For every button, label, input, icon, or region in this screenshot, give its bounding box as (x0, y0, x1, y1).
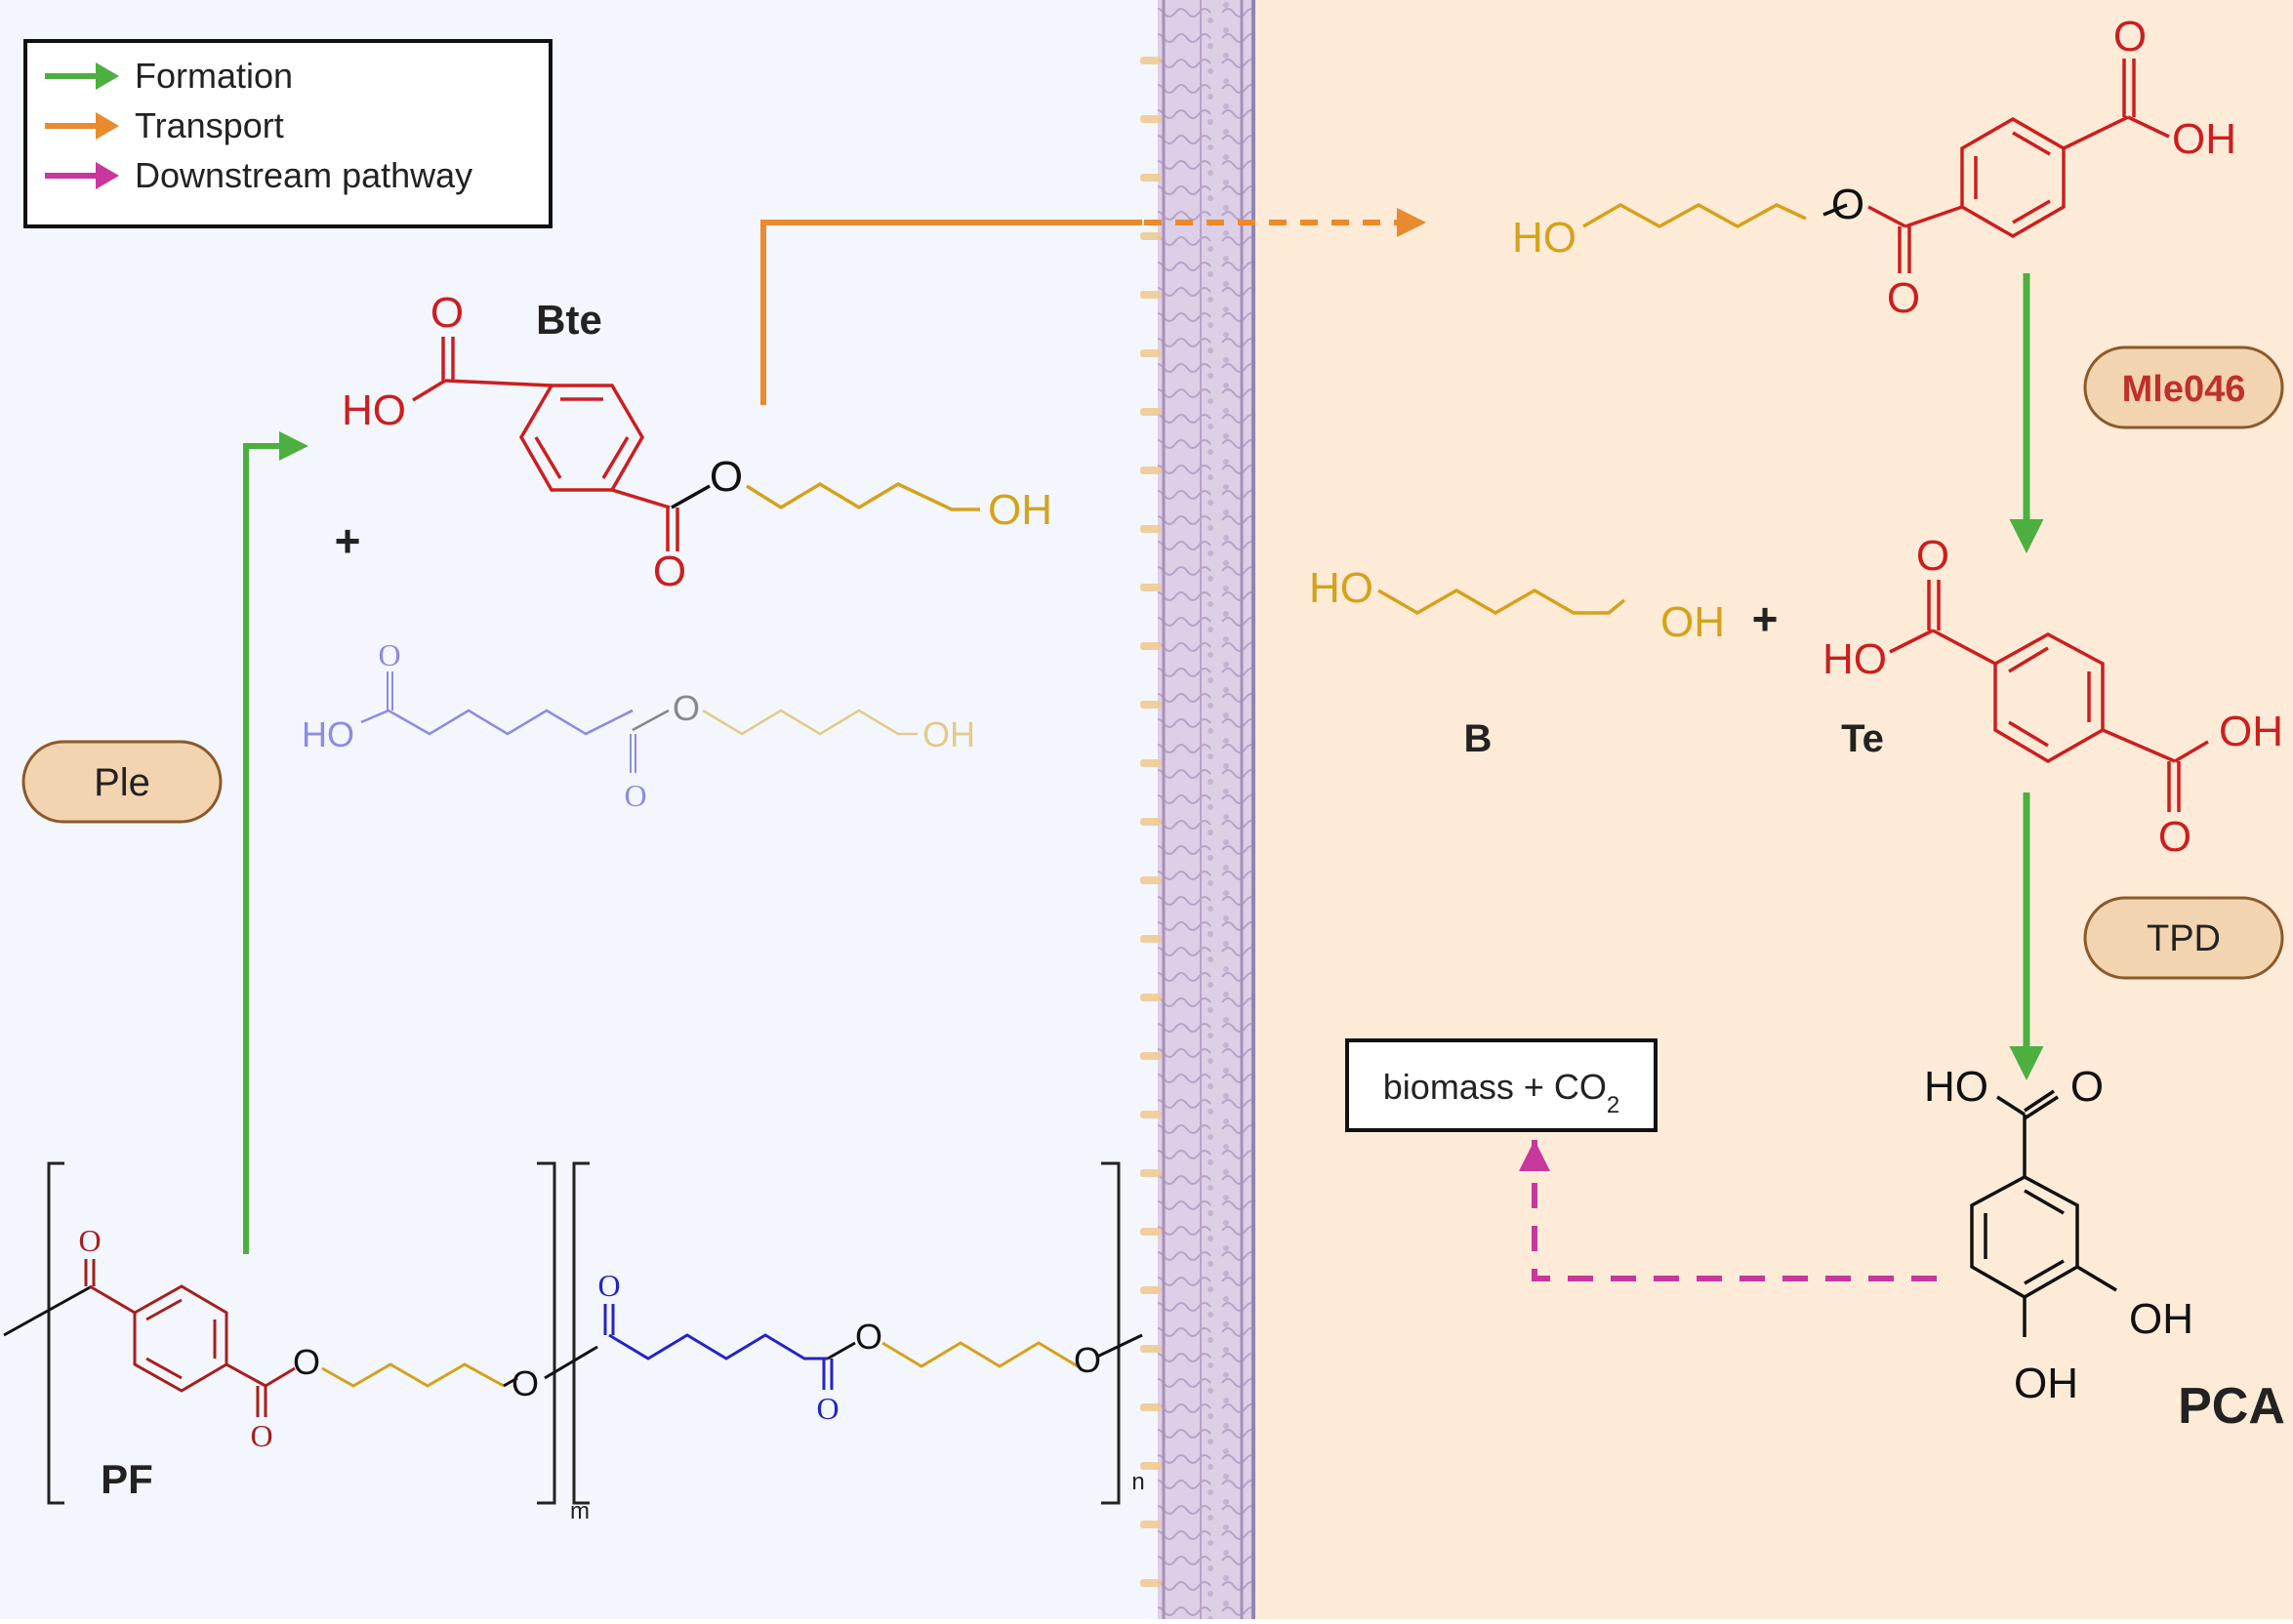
butanediol-hydroxyl-1: HO (1309, 564, 1373, 612)
cell-membrane (1140, 0, 1255, 1619)
biomass-co2-box: biomass + CO2 (1345, 1038, 1658, 1132)
transport-arrow-solid (760, 220, 1142, 405)
bte-in-ester-oxygen: O (1831, 181, 1864, 228)
bad-hydroxyl-label: HO (302, 714, 354, 754)
pf-carbonyl-oxygen-4: O (816, 1391, 839, 1426)
mle046-badge-border (2083, 345, 2284, 429)
bad-molecule: O HO O O OH (302, 637, 975, 813)
pf-label: PF (101, 1456, 153, 1502)
ple-badge-shape (23, 742, 221, 822)
bad-terminal-hydroxyl: OH (922, 714, 975, 754)
bte-ester-oxygen: O (710, 453, 743, 501)
legend-label-transport: Transport (135, 105, 284, 145)
legend-label-downstream: Downstream pathway (135, 155, 472, 195)
bte-in-acid-carbonyl-oxygen: O (2113, 13, 2147, 61)
formation-arrowhead-icon (96, 62, 119, 90)
intracellular-background (1249, 0, 2293, 1619)
bte-in-carbonyl-oxygen: O (1887, 274, 1920, 322)
pf-carbonyl-oxygen-1: O (78, 1223, 101, 1258)
legend-item-transport: Transport (45, 105, 284, 145)
plus-sign-left: + (335, 515, 361, 566)
pf-carbonyl-oxygen-2: O (250, 1418, 272, 1453)
mle046-label: Mle046 (2122, 369, 2246, 410)
bte-carbonyl-oxygen: O (430, 289, 464, 337)
pca-hydroxyl-4: OH (2014, 1360, 2078, 1407)
bte-hydroxyl-label: HO (342, 386, 406, 434)
tpd-label: TPD (2147, 918, 2221, 959)
downstream-arrowhead-icon (1519, 1140, 1550, 1171)
butanediol-hydroxyl-2: OH (1660, 598, 1725, 646)
downstream-arrow-line (1532, 1140, 1937, 1281)
pf-carbonyl-oxygen-3: O (597, 1268, 620, 1303)
mle046-badge-shape (2085, 347, 2282, 427)
bte-molecule: O HO O O OH Bte (342, 289, 1052, 595)
te-carbonyl-oxygen-1: O (1916, 532, 1949, 580)
pf-ester-oxygen-3: O (855, 1317, 882, 1357)
plus-sign-right: + (1752, 593, 1779, 644)
te-carbonyl-oxygen-2: O (2158, 813, 2191, 861)
bad-ester-oxygen: O (673, 688, 700, 728)
legend: Formation Transport Downstream pathway (23, 39, 553, 228)
bte-in-hydroxyl-label: HO (1512, 214, 1576, 262)
tpd-badge-border (2083, 896, 2284, 980)
ple-label: Ple (94, 761, 150, 804)
pca-molecule: HO O OH OH PCA (1924, 1063, 2285, 1435)
legend-item-formation: Formation (45, 56, 293, 96)
pca-label: PCA (2178, 1378, 2285, 1435)
bte-ester-carbonyl-oxygen: O (653, 548, 686, 595)
downstream-arrowhead-icon (96, 162, 119, 189)
biomass-label: biomass + CO2 (1383, 1067, 1619, 1118)
pca-carbonyl-oxygen: O (2070, 1063, 2104, 1111)
bte-intracellular-molecule: HO O O O OH (1512, 13, 2236, 322)
te-hydroxyl-2: OH (2219, 708, 2283, 755)
formation-arrow (243, 431, 308, 1254)
biomass-box-border (1345, 1038, 1658, 1132)
bte-in-acid-hydroxyl: OH (2172, 115, 2236, 163)
pf-subscript-n: n (1131, 1469, 1144, 1495)
mle046-enzyme-badge: Mle046 (2083, 345, 2284, 429)
te-hydroxyl-1: HO (1822, 635, 1887, 683)
pf-ester-oxygen-1: O (293, 1342, 320, 1382)
transport-arrowhead-icon (96, 112, 119, 140)
legend-box (23, 39, 553, 228)
legend-item-downstream: Downstream pathway (45, 155, 472, 195)
legend-label-formation: Formation (135, 56, 293, 96)
bad-carbonyl-oxygen-2: O (624, 778, 646, 813)
pca-hydroxyl-3: OH (2129, 1295, 2193, 1343)
pca-carboxyl-hydroxyl: HO (1924, 1063, 1988, 1111)
tpd-enzyme-badge: TPD (2083, 896, 2284, 980)
bte-label: Bte (536, 297, 602, 343)
butanediol-molecule: HO OH B (1309, 564, 1725, 760)
terephthalate-molecule: O HO O OH Te (1822, 532, 2283, 861)
tpd-badge-shape (2085, 898, 2282, 978)
te-label: Te (1841, 717, 1884, 760)
pf-polymer: O O O O O O O O m n PF (3, 1161, 1145, 1524)
bte-terminal-hydroxyl: OH (988, 486, 1052, 534)
ple-badge-border (21, 740, 223, 824)
ple-enzyme-badge: Ple (21, 740, 223, 824)
pf-subscript-m: m (570, 1498, 590, 1524)
butanediol-label: B (1464, 717, 1493, 760)
pf-ester-oxygen-2: O (512, 1363, 539, 1403)
bad-carbonyl-oxygen-1: O (378, 637, 400, 672)
pf-ester-oxygen-4: O (1074, 1340, 1101, 1380)
